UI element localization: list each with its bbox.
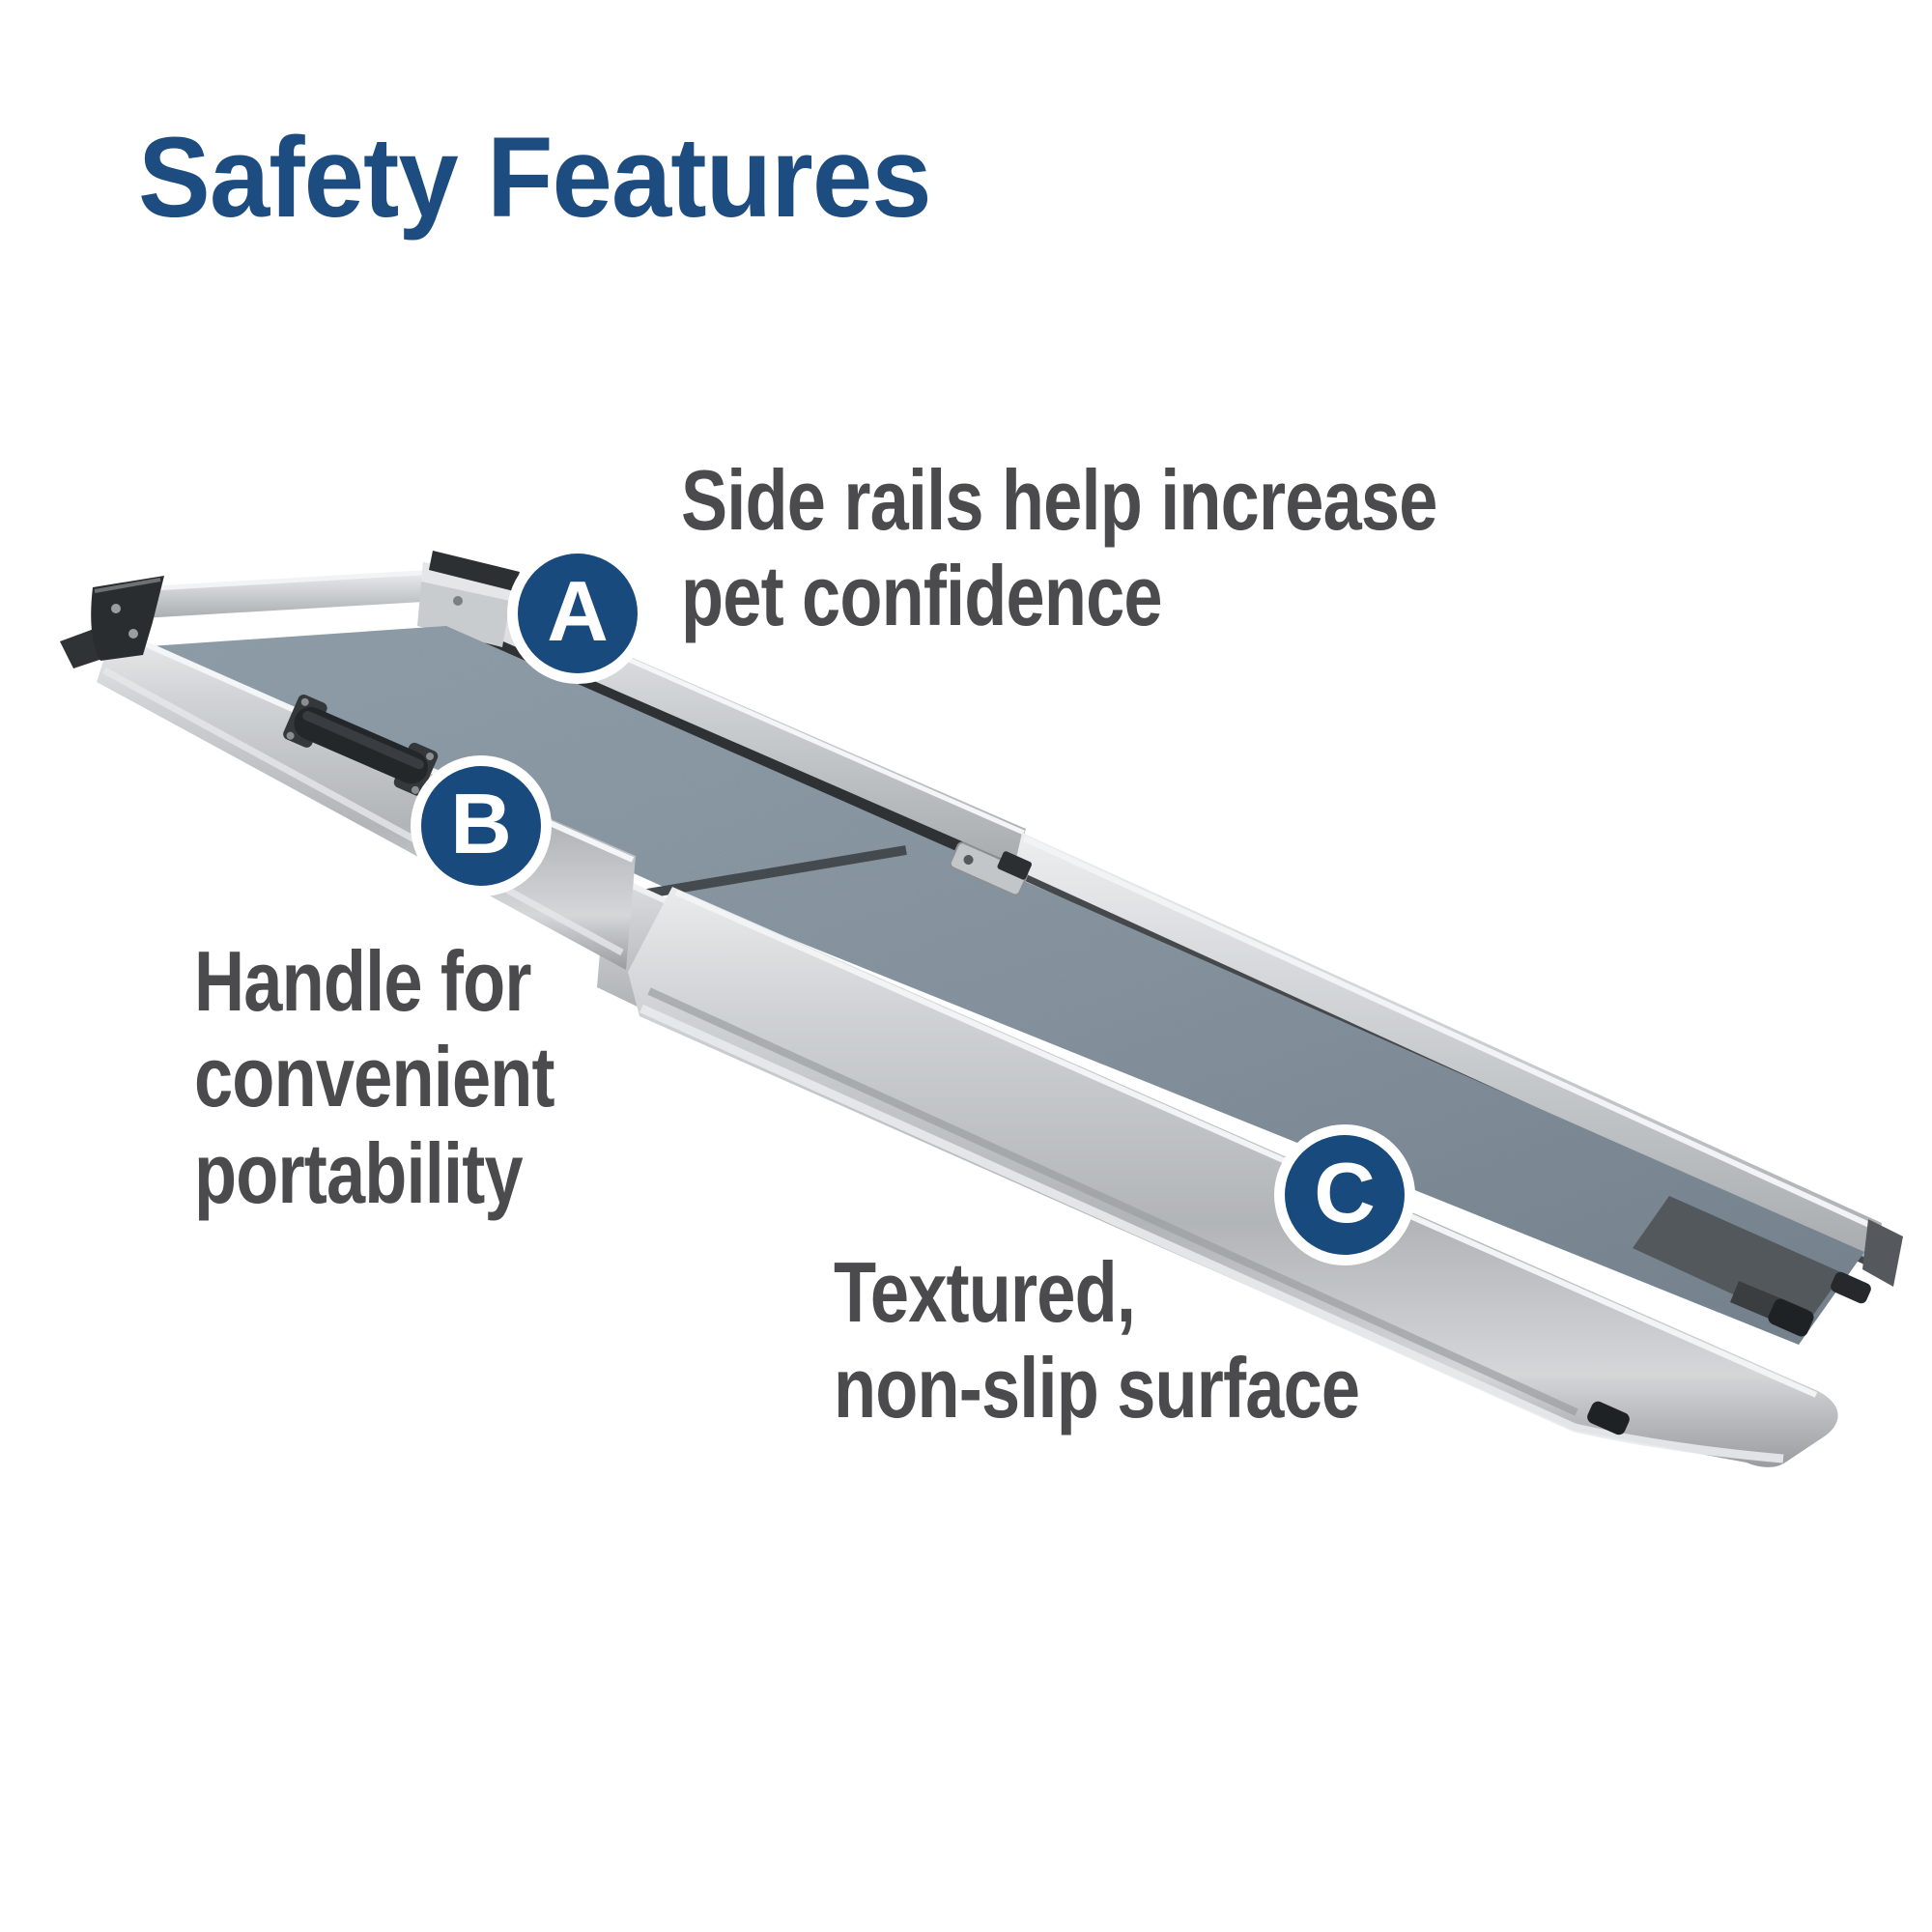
- ramp-end-frame: [1633, 1196, 1843, 1327]
- feature-marker-c: C: [1285, 1135, 1405, 1255]
- ramp-tip-cap: [60, 576, 164, 668]
- ramp-rail-bracket: [417, 551, 520, 647]
- page-title: Safety Features: [138, 114, 932, 242]
- feature-marker-a: A: [518, 554, 638, 673]
- ramp-outer-near-rail: [628, 887, 1838, 1467]
- carry-handle: [283, 695, 439, 796]
- ramp-latch: [949, 841, 1032, 896]
- callout-text-surface: Textured, non-slip surface: [834, 1244, 1360, 1436]
- feature-marker-a-label: A: [547, 563, 609, 659]
- deck-texture: [135, 626, 1864, 1345]
- feature-marker-b: B: [421, 766, 541, 886]
- feature-marker-c-label: C: [1314, 1145, 1376, 1240]
- feature-marker-b-label: B: [450, 776, 512, 871]
- ramp-feet: [1587, 1271, 1871, 1435]
- callout-text-handle: Handle for convenient portability: [194, 933, 555, 1221]
- callout-text-side-rails: Side rails help increase pet confidence: [681, 452, 1437, 644]
